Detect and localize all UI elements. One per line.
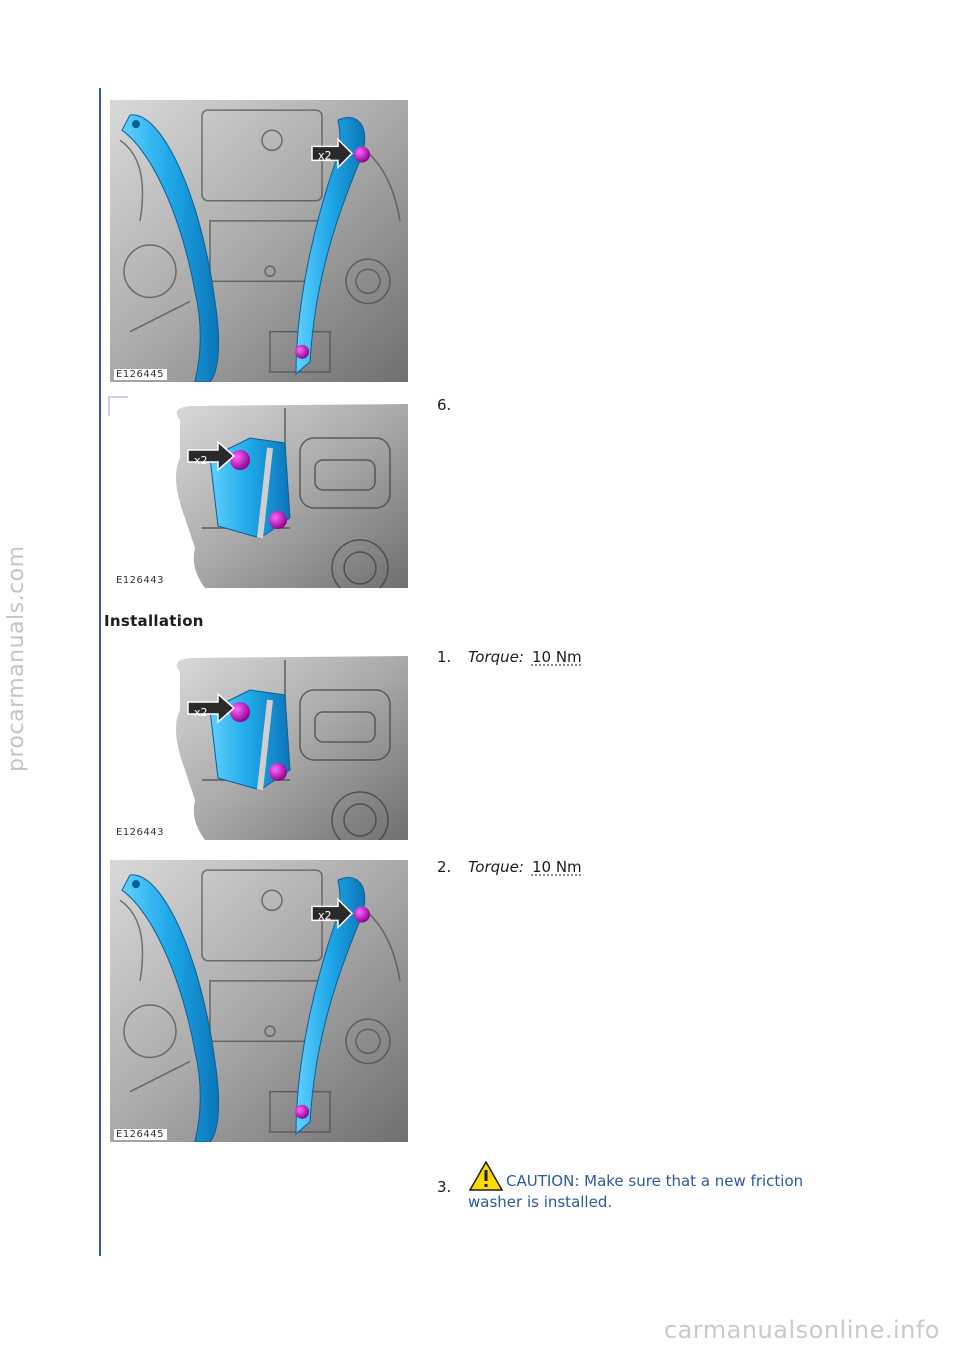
caution-note: CAUTION: Make sure that a new friction w… bbox=[468, 1160, 848, 1213]
installation-heading: Installation bbox=[104, 612, 204, 630]
figure-code: E126445 bbox=[114, 369, 167, 380]
tensioner-illustration: x2 bbox=[110, 398, 408, 588]
caution-icon bbox=[468, 1160, 504, 1191]
figure-tensioner-removal: x2 E126443 bbox=[110, 398, 408, 588]
callout-x2: x2 bbox=[318, 149, 331, 162]
install-step-1-torque: Torque: 10 Nm bbox=[468, 648, 582, 666]
watermark-procarmanuals: procarmanuals.com bbox=[4, 545, 29, 772]
caution-text: CAUTION: Make sure that a new friction w… bbox=[468, 1172, 804, 1211]
figure-timing-chain-guides: x2 E126445 bbox=[110, 100, 408, 382]
watermark-carmanualsonline: carmanualsonline.info bbox=[663, 1316, 940, 1344]
callout-x2: x2 bbox=[194, 454, 208, 467]
left-margin-rule bbox=[99, 88, 101, 1256]
callout-x2: x2 bbox=[194, 706, 208, 719]
torque-value-link[interactable]: 10 Nm bbox=[531, 858, 582, 876]
removal-step-6-number: 6. bbox=[437, 396, 452, 414]
figure-code: E126445 bbox=[114, 1129, 167, 1140]
install-step-2-number: 2. bbox=[437, 858, 452, 876]
install-step-1-number: 1. bbox=[437, 648, 452, 666]
install-step-2-torque: Torque: 10 Nm bbox=[468, 858, 582, 876]
figure-code: E126443 bbox=[114, 575, 167, 586]
callout-x2: x2 bbox=[318, 909, 331, 922]
figure-tensioner-installation: x2 E126443 bbox=[110, 650, 408, 840]
torque-label: Torque: bbox=[468, 858, 524, 876]
install-step-3-number: 3. bbox=[437, 1178, 452, 1196]
torque-value-link[interactable]: 10 Nm bbox=[531, 648, 582, 666]
figure-timing-chain-guides-installation: x2 E126445 bbox=[110, 860, 408, 1142]
guides-illustration: x2 bbox=[110, 860, 408, 1142]
torque-label: Torque: bbox=[468, 648, 524, 666]
tensioner-illustration: x2 bbox=[110, 650, 408, 840]
figure-code: E126443 bbox=[114, 827, 167, 838]
guides-illustration: x2 bbox=[110, 100, 408, 382]
